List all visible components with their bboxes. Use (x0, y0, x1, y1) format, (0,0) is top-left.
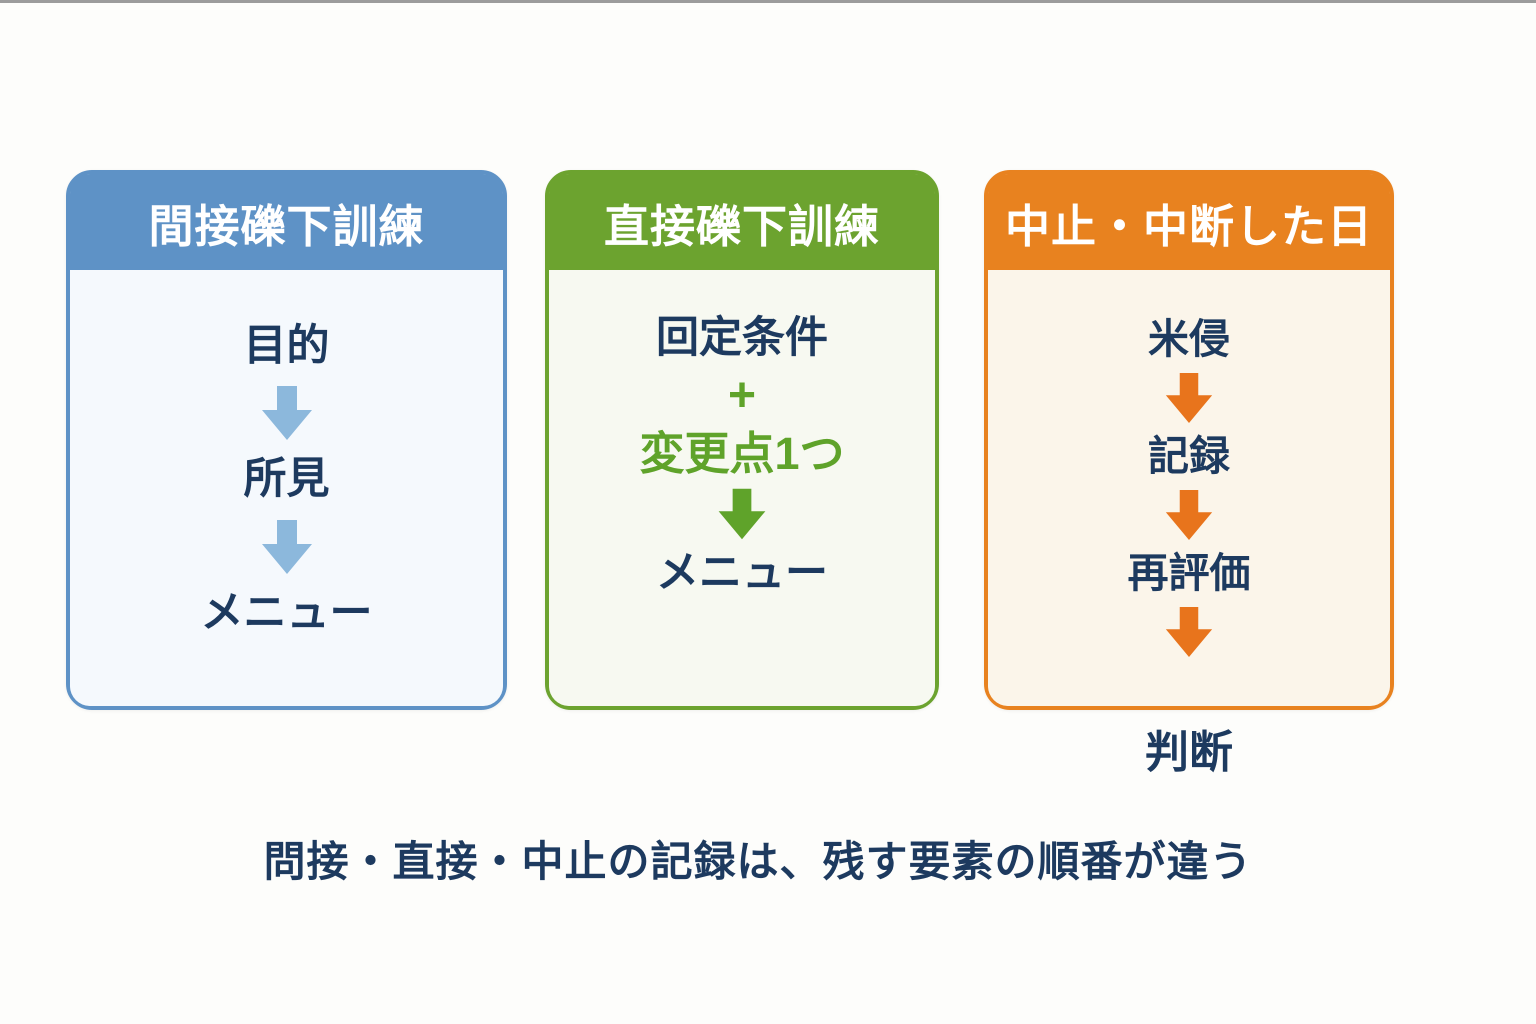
down-arrow-icon (256, 519, 318, 574)
card-indirect-training: 間接礫下訓練 目的 所見 メニュー (66, 170, 507, 710)
down-arrow-icon (1160, 490, 1218, 541)
flow-step: メニュー (200, 588, 373, 637)
top-edge-line (0, 0, 1536, 3)
card-stopped-body: 米侵 記録 再評価 (988, 270, 1390, 706)
plus-icon: + (727, 369, 757, 423)
flow-step: メニュー (656, 548, 828, 597)
card-direct-training: 直接礫下訓練 回定条件 + 変更点1つ メニュー (545, 170, 939, 710)
card-direct-body: 回定条件 + 変更点1つ メニュー (549, 270, 935, 706)
flow-step: 所見 (243, 455, 330, 504)
card-direct-header: 直接礫下訓練 (549, 174, 935, 270)
flow-step-final: 判断 (1145, 728, 1233, 777)
flow-step: 米侵 (1148, 316, 1230, 362)
flow-step-highlight: 変更点1つ (639, 428, 845, 480)
flow-step: 再評価 (1127, 550, 1251, 597)
caption-text: 問接・直接・中止の記録は、残す要素の順番が違う (263, 838, 1253, 885)
flow-step: 回定条件 (656, 314, 828, 362)
down-arrow-icon (256, 386, 318, 441)
card-stopped-day: 中止・中断した日 米侵 記録 再評価 (984, 170, 1394, 710)
flow-step: 記録 (1148, 433, 1230, 480)
down-arrow-icon (713, 488, 771, 540)
down-arrow-icon (1160, 373, 1218, 424)
down-arrow-icon (1160, 607, 1218, 658)
card-indirect-header: 間接礫下訓練 (70, 174, 503, 270)
flow-step: 目的 (243, 322, 330, 370)
card-stopped-header: 中止・中断した日 (988, 174, 1390, 270)
card-indirect-body: 目的 所見 メニュー (70, 270, 503, 706)
